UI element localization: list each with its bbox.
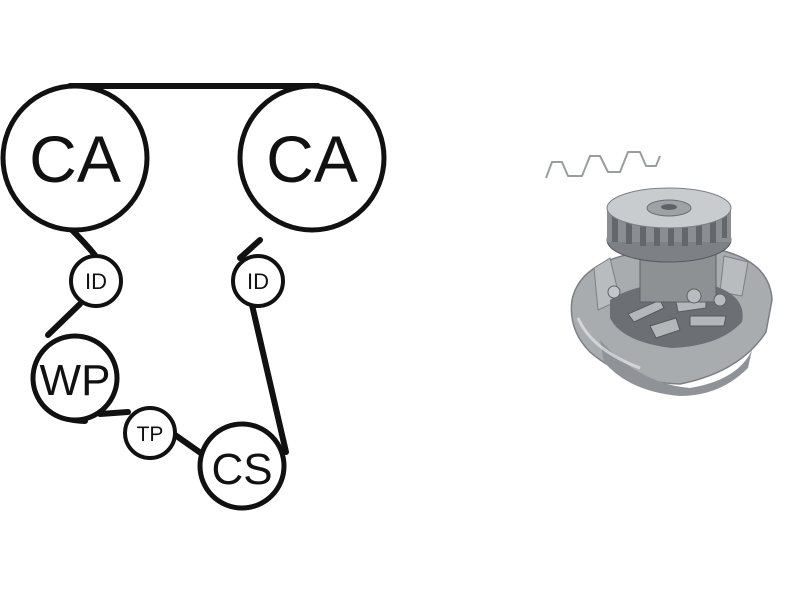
belt-left-idler-to-wp — [45, 301, 83, 338]
pulley-label: CA — [266, 122, 358, 196]
belt-right-idler-to-right-cam — [237, 237, 263, 261]
bolt-boss — [607, 285, 621, 299]
belt-cs-to-right-idler — [249, 302, 289, 455]
pulley-tensioner: TP — [123, 406, 177, 460]
water-pump-photo — [545, 151, 773, 396]
pulley-cam-right: CA — [237, 83, 387, 233]
pulley-label: WP — [40, 356, 111, 405]
flange-ear-right — [719, 255, 749, 297]
pulley-cam-left: CA — [0, 83, 150, 233]
pump-sprocket — [606, 187, 732, 263]
pulley-label: CA — [29, 122, 121, 196]
pulley-label: ID — [85, 269, 107, 294]
pulley-label: ID — [247, 269, 269, 294]
pulley-label: CS — [211, 445, 272, 494]
pulley-crankshaft: CS — [197, 421, 287, 511]
pulley-water-pump: WP — [30, 333, 120, 423]
pulley-idler-left: ID — [69, 254, 123, 308]
bolt-boss — [686, 288, 702, 304]
belt-wp-to-tp — [97, 409, 131, 417]
housing-highlight — [576, 317, 641, 370]
gasket-wire — [545, 151, 661, 179]
pulley-label: TP — [137, 423, 164, 446]
bolt-boss — [713, 293, 727, 307]
belt-diagram: CA CA ID ID WP TP CS — [0, 83, 387, 511]
pump-body-lower — [600, 340, 752, 396]
pulley-idler-right: ID — [231, 254, 285, 308]
